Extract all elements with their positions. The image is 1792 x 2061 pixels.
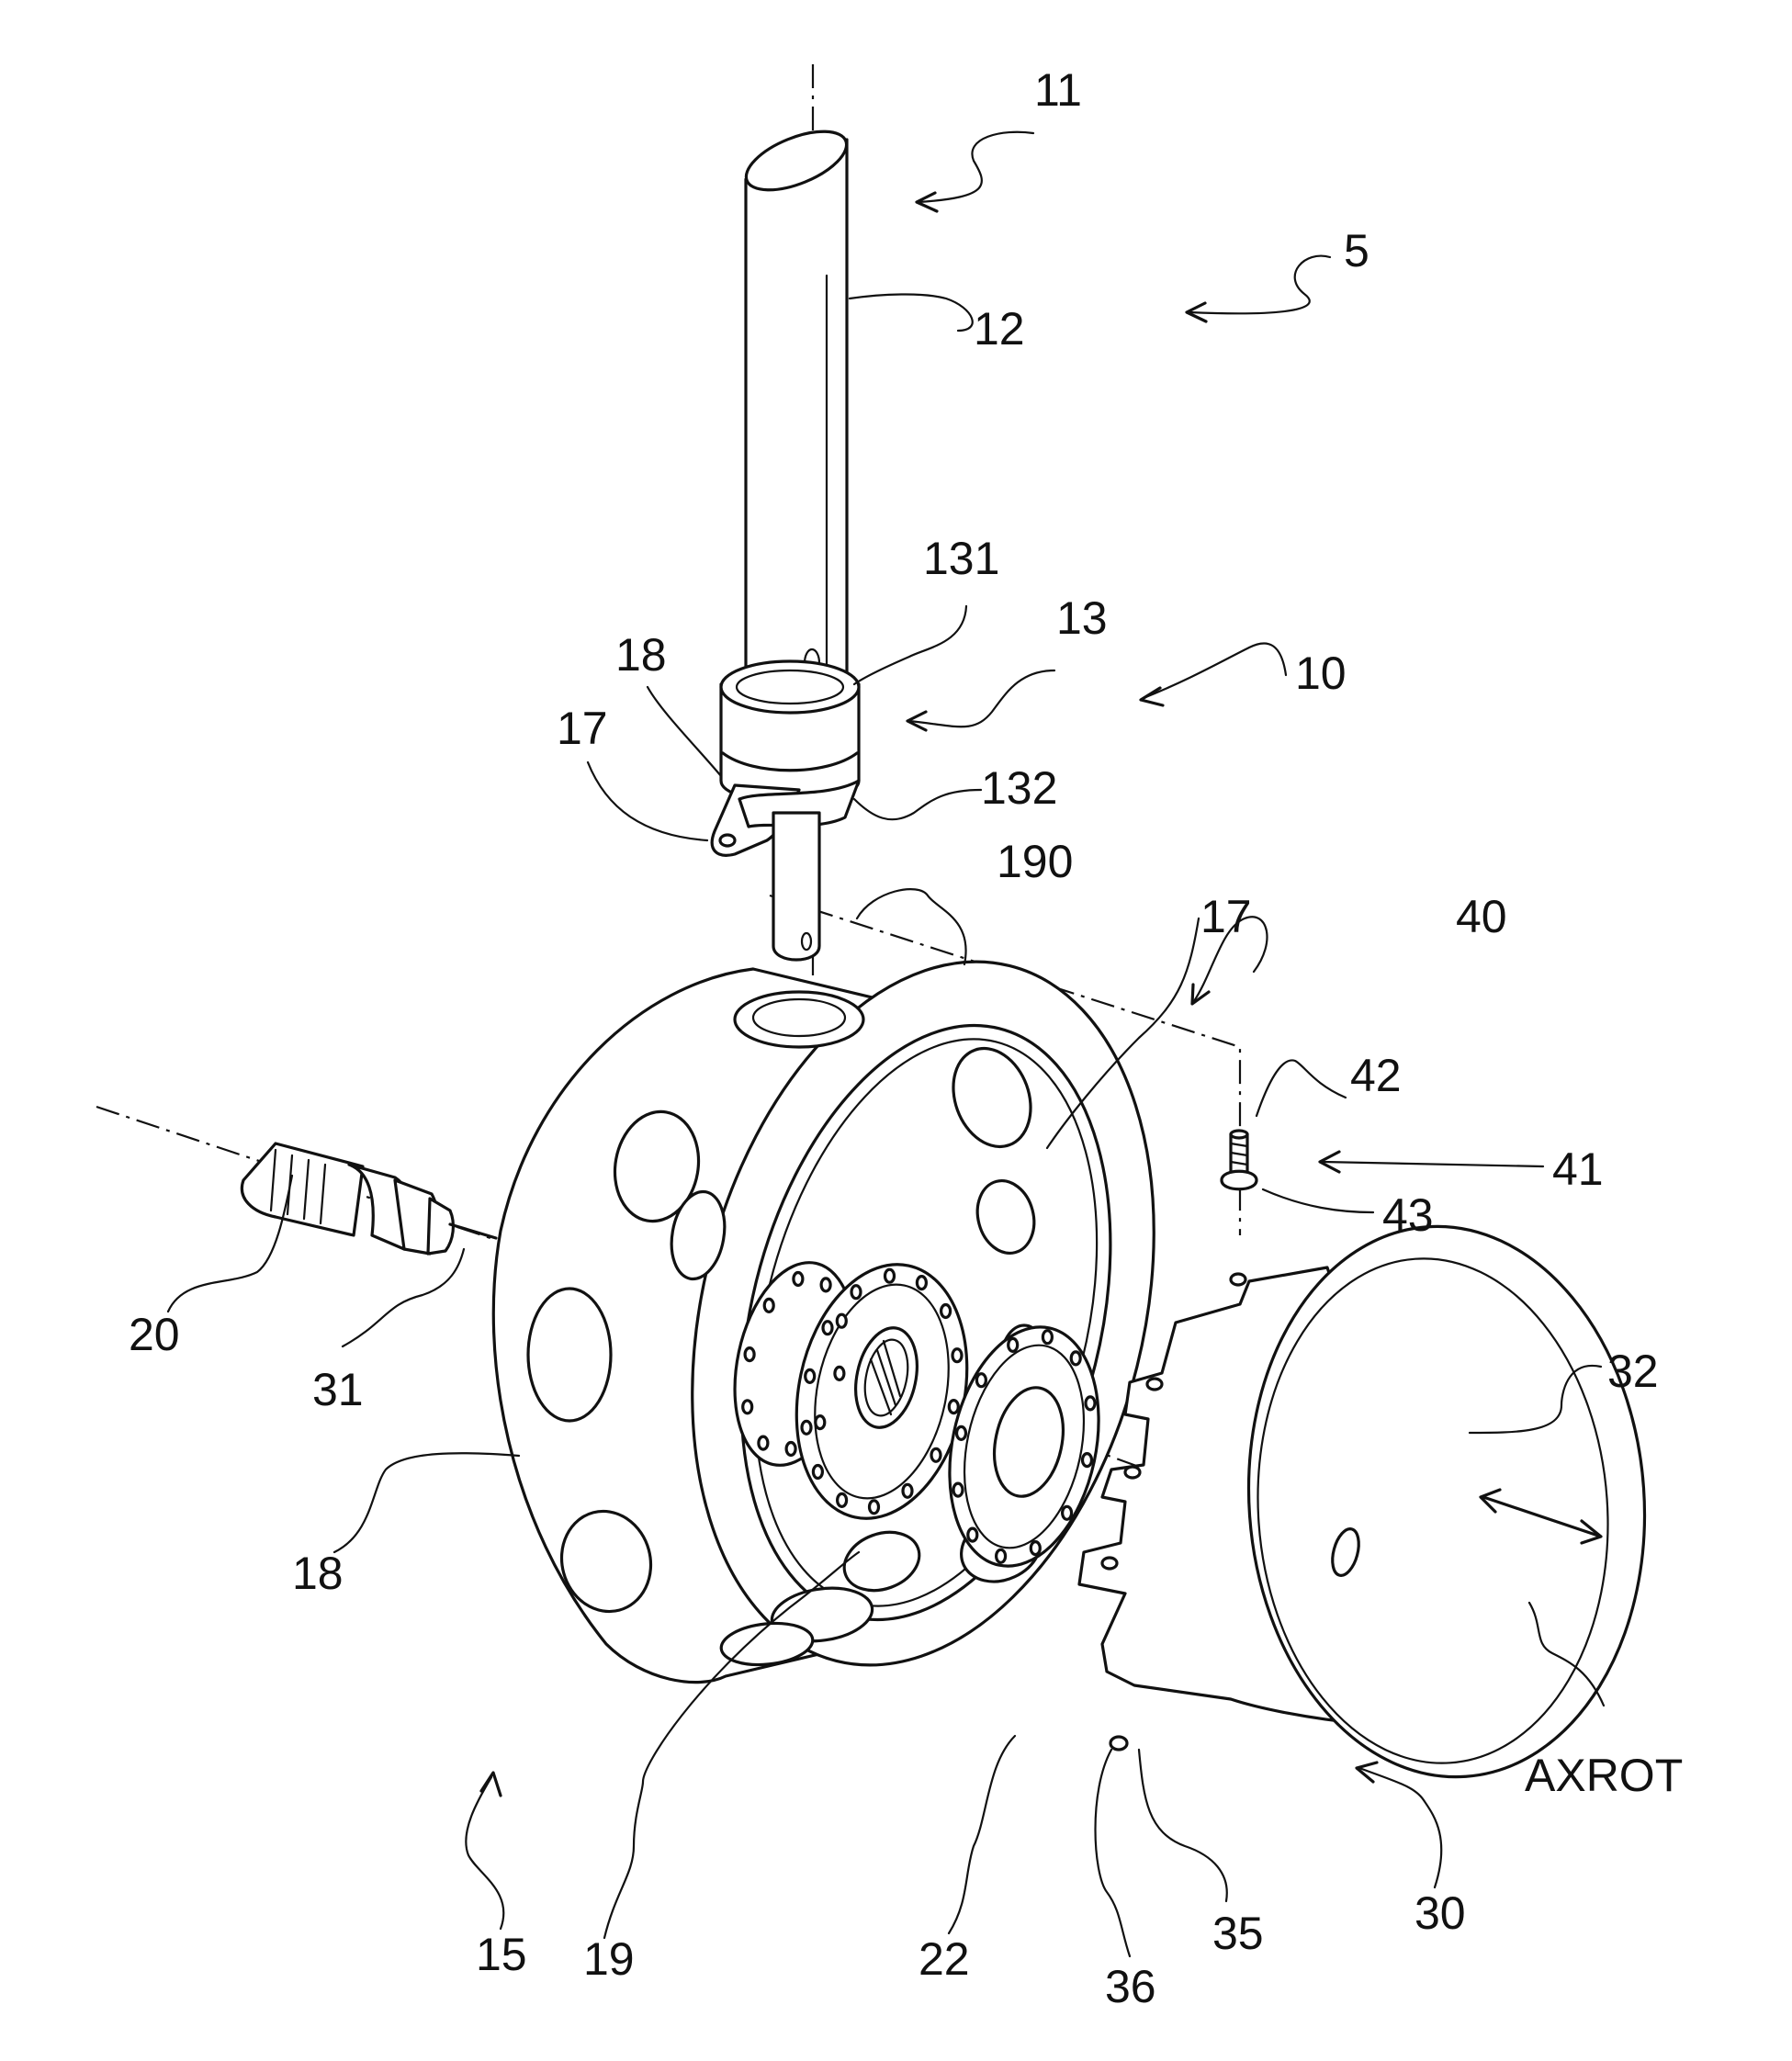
leader-42 [1257,1060,1346,1116]
rod-12 [738,119,854,716]
bolt-hole [870,1501,879,1514]
bolt-hole [786,1443,795,1456]
leader-11 [919,132,1033,202]
leader-18-bottom [334,1453,519,1552]
bolt-hole [743,1401,752,1413]
label-36: 36 [1105,1961,1156,2012]
bolt-hole [802,1421,811,1434]
arrowhead-40 [1192,985,1209,1004]
bolt-hole [968,1528,977,1541]
stem [773,813,819,960]
bolt-hole [813,1466,822,1479]
leader-31 [343,1249,464,1346]
leader-35 [1139,1750,1227,1901]
label-22: 22 [919,1933,970,1985]
bolt-hole [957,1426,966,1439]
label-13: 13 [1056,592,1108,644]
leader-18-top [648,687,721,776]
leader-132 [854,790,981,819]
label-18-bottom: 18 [292,1548,344,1599]
bolt-hole [949,1401,958,1413]
bolt-hole [885,1269,895,1282]
label-17-right: 17 [1200,891,1252,942]
label-132: 132 [981,762,1057,814]
bolt-hole [952,1349,962,1362]
cover-30 [1079,1213,1662,1791]
label-20: 20 [129,1309,180,1360]
label-axrot: AXROT [1525,1750,1683,1801]
leader-36 [1096,1750,1131,1956]
label-42: 42 [1350,1050,1402,1101]
bolt-hole [816,1416,825,1429]
label-12: 12 [974,303,1025,355]
bolt-hole [745,1348,754,1361]
label-30: 30 [1414,1887,1466,1939]
label-15: 15 [476,1929,527,1980]
bolt-hole [821,1278,830,1291]
bolt-hole [1063,1506,1072,1519]
bolt-hole [851,1286,861,1299]
label-41: 41 [1552,1143,1604,1195]
bolt-hole [1083,1454,1092,1467]
bolt-hole [941,1305,951,1318]
label-17-top: 17 [557,703,608,754]
label-10: 10 [1295,648,1347,699]
bolt-hole [838,1493,847,1506]
leader-41 [1323,1162,1543,1166]
label-32: 32 [1607,1346,1659,1397]
leader-22 [949,1736,1015,1933]
bolt-hole [1009,1338,1018,1351]
arrowhead-30 [1357,1763,1377,1782]
leader-10 [1144,643,1286,698]
arrowhead-15 [481,1773,501,1796]
label-190: 190 [997,836,1073,887]
leader-43 [1263,1189,1373,1212]
leader-12 [850,294,973,331]
leader-13 [909,670,1054,726]
leader-30 [1359,1768,1441,1887]
bolt-hole [1043,1331,1052,1344]
label-31: 31 [312,1364,364,1415]
bolt-hole [823,1322,832,1335]
screw-41 [1222,1131,1257,1189]
bolt-hole [835,1367,844,1380]
label-19: 19 [583,1933,635,1985]
bolt-hole [953,1483,963,1496]
label-43: 43 [1382,1189,1434,1241]
bolt-hole [759,1436,768,1449]
label-35: 35 [1212,1908,1264,1959]
label-5: 5 [1344,225,1369,276]
label-11: 11 [1034,64,1082,116]
bolt-hole [917,1277,926,1290]
leader-131 [854,606,966,684]
bolt-hole [837,1314,846,1327]
leader-15 [466,1777,503,1929]
bolt-hole [764,1299,773,1312]
bolt-hole [997,1549,1006,1562]
bolt-hole [976,1374,986,1387]
bolt-hole [1031,1542,1040,1555]
leader-5 [1189,256,1330,314]
bolt-hole [806,1369,815,1382]
bolt-hole [1086,1397,1095,1410]
label-18-top: 18 [615,629,667,681]
bolt-hole [903,1484,912,1497]
bolt-hole [931,1448,941,1461]
leader-17-top [588,762,707,840]
bolt-hole [1071,1352,1080,1365]
bolt-hole [794,1273,803,1286]
label-131: 131 [923,533,999,584]
label-40: 40 [1456,891,1507,942]
